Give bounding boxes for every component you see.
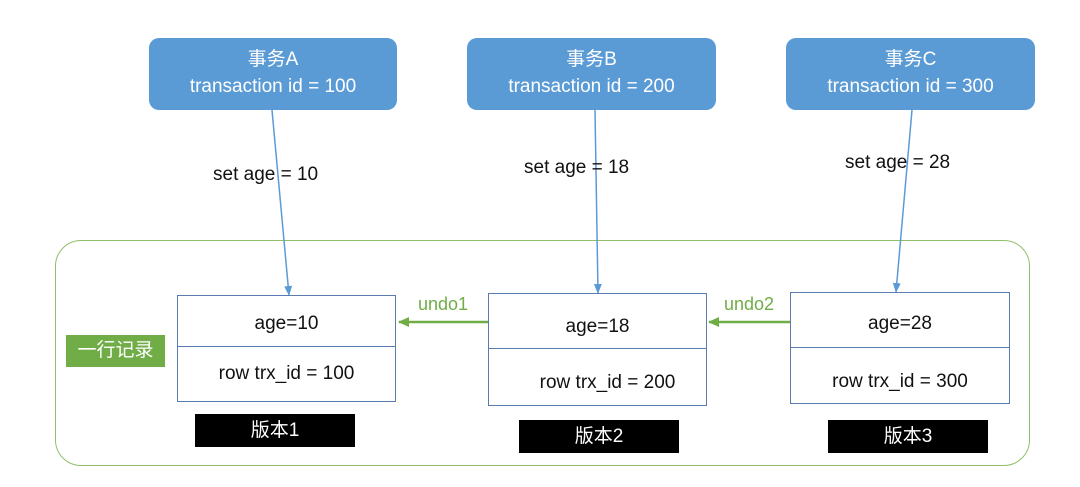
arrow-txb-to-version2 [593, 109, 602, 294]
row-record-label: 一行记录 [66, 335, 165, 367]
transaction-b-id: transaction id = 200 [508, 76, 675, 97]
version-1-label: 版本1 [195, 414, 355, 447]
undo2-label: undo2 [724, 294, 775, 314]
arrow-txa-to-version1 [271, 109, 293, 296]
row-container [55, 240, 1030, 466]
transaction-a-box: 事务A transaction id = 100 [149, 38, 397, 110]
transaction-b-box: 事务B transaction id = 200 [467, 38, 716, 110]
transaction-b-name: 事务B [566, 49, 617, 70]
version-3-age: age=28 [868, 313, 932, 334]
arrow-txc-to-version3 [892, 109, 913, 293]
version-3-record: age=28 row trx_id = 300 [790, 292, 1010, 404]
version-2-age: age=18 [565, 316, 630, 337]
set-label-a: set age = 10 [213, 164, 319, 185]
version-2-trx-id: row trx_id = 200 [539, 372, 676, 393]
transaction-c-id: transaction id = 300 [827, 76, 994, 97]
version-3-trx-id: row trx_id = 300 [832, 371, 968, 392]
version-3-divider [791, 347, 1009, 348]
version-2-label: 版本2 [519, 420, 679, 453]
version-1-record: age=10 row trx_id = 100 [177, 295, 396, 402]
version-1-age: age=10 [254, 313, 319, 334]
set-label-c: set age = 28 [845, 152, 951, 173]
version-2-record: age=18 row trx_id = 200 [488, 293, 707, 406]
transaction-c-box: 事务C transaction id = 300 [786, 38, 1035, 110]
version-3-label: 版本3 [828, 420, 988, 453]
version-2-divider [489, 348, 706, 349]
version-1-trx-id: row trx_id = 100 [218, 363, 355, 384]
transaction-a-id: transaction id = 100 [189, 76, 357, 97]
version-1-divider [178, 346, 395, 347]
transaction-a-name: 事务A [247, 49, 299, 70]
transaction-c-name: 事务C [884, 49, 937, 70]
set-label-b: set age = 18 [524, 157, 630, 178]
undo1-label: undo1 [418, 294, 469, 314]
